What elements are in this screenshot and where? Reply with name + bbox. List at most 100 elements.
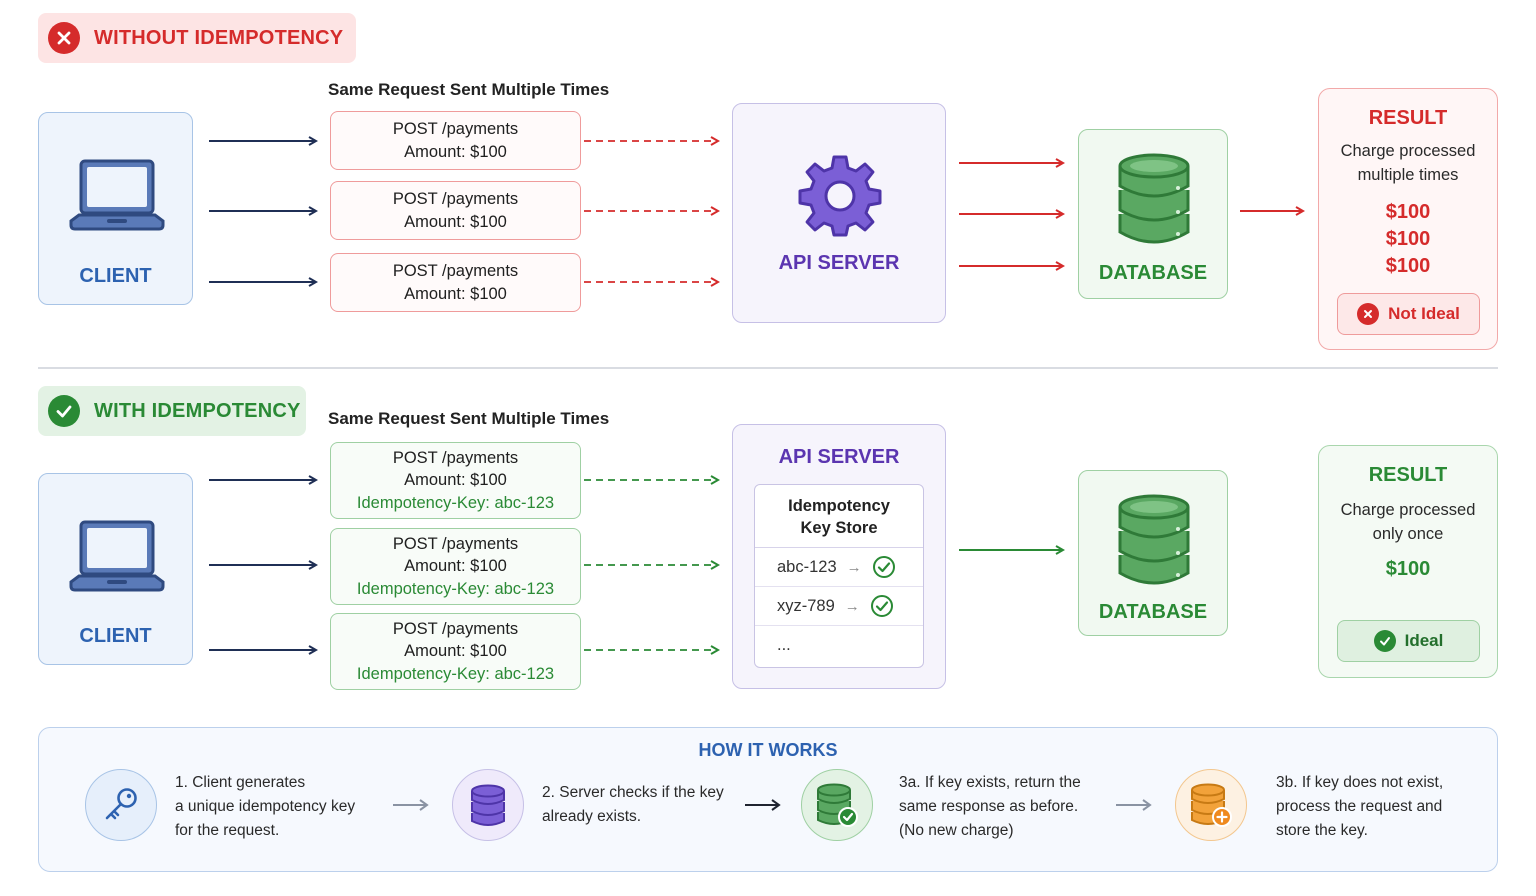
arrow-right-icon	[771, 799, 781, 811]
check-circle-icon	[870, 595, 893, 617]
charge-amount: $100	[1385, 228, 1431, 250]
more-keys-ellipsis: ...	[777, 636, 791, 654]
request-method: POST /payments	[392, 448, 519, 467]
arrow-right-icon: →	[846, 558, 862, 576]
charge-amount: $100	[1385, 255, 1431, 277]
api-server-box-without: API SERVER	[732, 103, 946, 323]
step-line: 2. Server checks if the key	[542, 784, 724, 801]
arrow-right-icon: →	[844, 597, 860, 615]
key-store-title-line2: Key Store	[800, 519, 878, 537]
without-subheading: Same Request Sent Multiple Times	[328, 80, 610, 99]
request-amount: Amount: $100	[404, 212, 507, 231]
key-icon	[85, 769, 157, 841]
request-amount: Amount: $100	[404, 642, 507, 661]
check-icon	[48, 395, 80, 427]
result-desc-line1: Charge processed	[1340, 142, 1476, 160]
request-box: POST /payments Amount: $100	[330, 253, 581, 312]
key-store-title-line1: Idempotency	[788, 497, 890, 515]
request-box: POST /payments Amount: $100 Idempotency-…	[330, 528, 581, 605]
error-x-icon	[1357, 303, 1380, 325]
error-x-icon	[48, 22, 80, 54]
client-label: CLIENT	[79, 625, 152, 647]
request-idempotency-key: Idempotency-Key: abc-123	[356, 664, 555, 683]
step-line: same response as before.	[899, 798, 1079, 815]
without-idempotency-label: WITHOUT IDEMPOTENCY	[94, 26, 344, 49]
step-line: (No new charge)	[899, 822, 1014, 839]
with-idempotency-tag: WITH IDEMPOTENCY	[38, 386, 306, 436]
client-label: CLIENT	[79, 265, 152, 287]
step-line: process the request and	[1276, 798, 1443, 815]
step-line: 3a. If key exists, return the	[899, 774, 1081, 791]
arrow-right-icon	[419, 799, 429, 811]
charge-amount: $100	[1385, 201, 1431, 223]
request-amount: Amount: $100	[404, 142, 507, 161]
with-idempotency-label: WITH IDEMPOTENCY	[94, 399, 301, 422]
request-box: POST /payments Amount: $100	[330, 181, 581, 240]
database-label: DATABASE	[1098, 262, 1208, 284]
result-card-good: RESULT Charge processed only once $100 I…	[1318, 445, 1498, 678]
request-method: POST /payments	[392, 190, 519, 208]
gear-icon	[798, 155, 882, 237]
result-desc-line2: only once	[1372, 525, 1444, 543]
database-icon	[452, 769, 524, 841]
client-box-without: CLIENT	[38, 112, 193, 305]
idempotency-key-store: Idempotency Key Store abc-123 → xyz-789 …	[754, 484, 924, 668]
ideal-badge: Ideal	[1337, 620, 1480, 662]
client-box-with: CLIENT	[38, 473, 193, 665]
request-box: POST /payments Amount: $100 Idempotency-…	[330, 442, 581, 519]
database-label: DATABASE	[1098, 601, 1208, 623]
laptop-icon	[69, 520, 165, 592]
stored-key: abc-123	[777, 557, 837, 576]
result-desc-line2: multiple times	[1357, 166, 1459, 184]
step-line: 1. Client generates	[175, 774, 306, 791]
check-circle-icon	[872, 556, 895, 578]
key-store-row-more: ...	[755, 626, 923, 665]
verdict-label: Not Ideal	[1388, 304, 1460, 323]
api-server-label: API SERVER	[778, 446, 900, 468]
stored-key: xyz-789	[777, 596, 835, 615]
step-2-text: 2. Server checks if the key already exis…	[542, 781, 724, 829]
without-idempotency-tag: WITHOUT IDEMPOTENCY	[38, 13, 356, 63]
request-method: POST /payments	[392, 262, 519, 280]
request-amount: Amount: $100	[404, 471, 507, 490]
step-line: store the key.	[1276, 822, 1368, 839]
database-icon	[1118, 153, 1190, 244]
step-line: 3b. If key does not exist,	[1276, 774, 1444, 791]
key-store-row: abc-123 →	[755, 548, 923, 587]
database-box-without: DATABASE	[1078, 129, 1228, 299]
arrow-right-icon	[1142, 799, 1152, 811]
result-title: RESULT	[1368, 464, 1448, 486]
api-server-label: API SERVER	[778, 252, 900, 274]
request-method: POST /payments	[392, 619, 519, 638]
how-it-works-panel: HOW IT WORKS 1. Client generates a uniqu…	[38, 727, 1498, 872]
request-amount: Amount: $100	[404, 284, 507, 303]
step-line: for the request.	[175, 822, 280, 839]
how-it-works-title: HOW IT WORKS	[698, 740, 838, 760]
laptop-icon	[69, 159, 165, 231]
check-icon	[1373, 630, 1396, 652]
step-1-text: 1. Client generates a unique idempotency…	[175, 771, 355, 843]
section-divider	[38, 367, 1498, 369]
database-check-icon	[801, 769, 873, 841]
not-ideal-badge: Not Ideal	[1337, 293, 1480, 335]
result-desc-line1: Charge processed	[1340, 501, 1476, 519]
step-line: already exists.	[542, 808, 642, 825]
step-line: a unique idempotency key	[175, 798, 356, 815]
with-subheading: Same Request Sent Multiple Times	[328, 409, 610, 428]
request-method: POST /payments	[392, 534, 519, 553]
result-card-bad: RESULT Charge processed multiple times $…	[1318, 88, 1498, 350]
step-3b-text: 3b. If key does not exist, process the r…	[1276, 771, 1443, 843]
key-store-title: Idempotency Key Store	[755, 485, 923, 548]
request-box: POST /payments Amount: $100 Idempotency-…	[330, 613, 581, 690]
database-plus-icon	[1175, 769, 1247, 841]
step-3a-text: 3a. If key exists, return the same respo…	[899, 771, 1081, 843]
request-idempotency-key: Idempotency-Key: abc-123	[356, 493, 555, 512]
result-title: RESULT	[1368, 107, 1448, 129]
charge-amount: $100	[1385, 558, 1431, 580]
database-icon	[1118, 494, 1190, 585]
request-idempotency-key: Idempotency-Key: abc-123	[356, 579, 555, 598]
request-amount: Amount: $100	[404, 557, 507, 576]
key-store-row: xyz-789 →	[755, 587, 923, 626]
database-box-with: DATABASE	[1078, 470, 1228, 636]
verdict-label: Ideal	[1404, 631, 1444, 650]
